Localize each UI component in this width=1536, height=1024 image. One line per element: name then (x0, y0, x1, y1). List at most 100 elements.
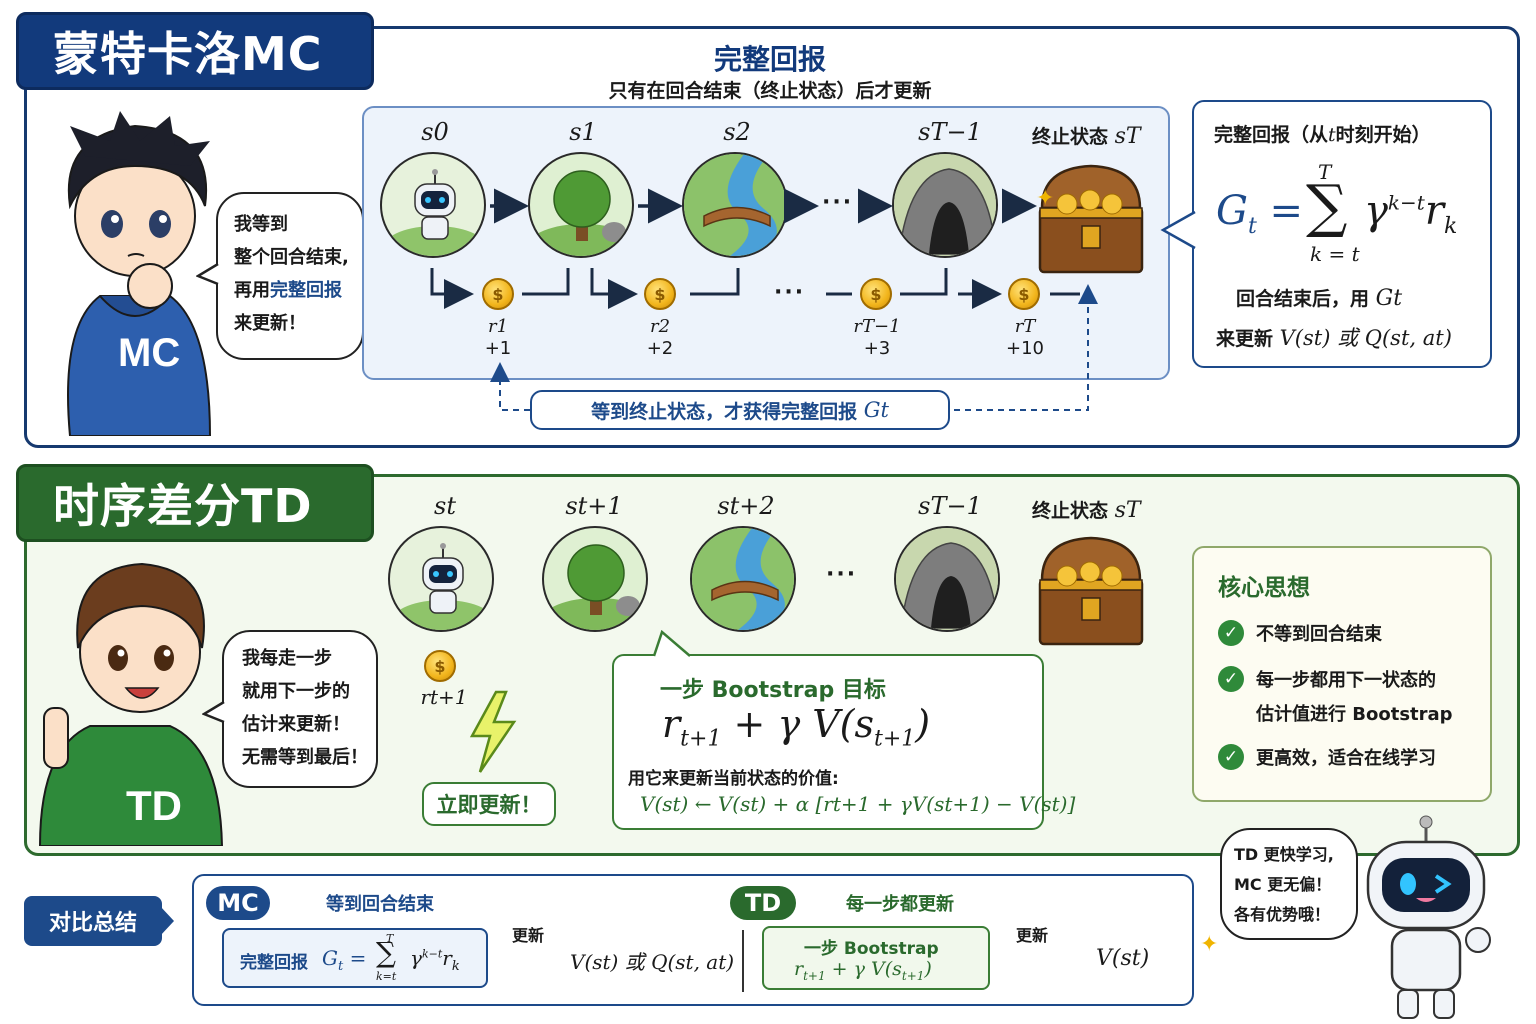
sum-icon: ∑ (376, 936, 396, 969)
mc-gamma-term: γk−trk (1364, 188, 1458, 239)
state-label: sT−1 (918, 492, 982, 520)
mc-compare-box (222, 928, 488, 988)
mc-compare-gamma: γk−trk (410, 946, 460, 974)
td-bubble-line: 就用下一步的 (242, 681, 350, 702)
lightning-icon (469, 690, 517, 773)
mc-update-word: 更新 (512, 926, 545, 945)
card-pointer (652, 630, 691, 657)
mc-ellipsis: ··· (822, 190, 854, 215)
robot-state-node (380, 152, 486, 258)
sparkle-icon: ✦ (1200, 932, 1219, 957)
td-update-rule: V(st) ← V(st) + α [rt+1 + γV(st+1) − V(s… (640, 792, 1076, 816)
reward-label: rT−1+3 (853, 316, 901, 359)
bridge-state-node (690, 526, 796, 632)
robot-bubble-line: 各有优势哦！ (1234, 905, 1331, 924)
core-idea-item: 更高效，适合在线学习 (1256, 748, 1436, 769)
bridge-state-node (682, 152, 788, 258)
check-icon: ✓ (1218, 620, 1244, 646)
robot-bubble-line: TD 更快学习, (1234, 845, 1334, 864)
mc-compare-gt: Gt = (322, 946, 367, 974)
tree-state-node (542, 526, 648, 632)
robot-speech-bubble: TD 更快学习, MC 更无偏！ 各有优势哦！ (1220, 828, 1358, 940)
state-label: s2 (723, 118, 751, 146)
td-boy-illustration: TD (38, 562, 224, 846)
coin-icon: $ (482, 278, 514, 310)
tree-state-node (528, 152, 634, 258)
mc-compare-box-label: 完整回报 (240, 953, 308, 973)
bootstrap-target: rt+1 + γ V(st+1) (662, 702, 931, 752)
bootstrap-caption: 用它来更新当前状态的价值: (628, 769, 839, 789)
td-bootstrap-card (612, 654, 1044, 830)
reward-label: rT+10 (1006, 316, 1044, 359)
core-idea-item: 估计值进行 Bootstrap (1256, 704, 1453, 725)
core-idea-item: 不等到回合结束 (1256, 624, 1382, 645)
mc-tag: MC (206, 886, 270, 920)
td-ellipsis: ··· (826, 562, 858, 587)
td-reward-label: rt+1 (420, 685, 468, 709)
mc-boy-illustration: MC (67, 111, 212, 436)
update-now-badge: 立即更新！ (422, 782, 556, 826)
robot-state-node (388, 526, 494, 632)
mc-compare-target: V(st) 或 Q(st, at) (570, 950, 735, 974)
mc-title: 蒙特卡洛MC (16, 12, 374, 90)
sum-icon: ∑ (1306, 172, 1348, 240)
td-compare-box-line2: rt+1 + γ V(st+1) (794, 958, 932, 983)
mc-gt-symbol: Gt = (1216, 188, 1304, 239)
mc-reward-ellipsis: ··· (774, 280, 806, 305)
bootstrap-title: 一步 Bootstrap 目标 (660, 678, 886, 703)
td-title: 时序差分TD (16, 464, 374, 542)
td-compare-box (762, 926, 990, 990)
mc-shirt-text: MC (118, 331, 180, 375)
td-bubble-line: 我每走一步 (242, 648, 332, 669)
treasure-chest-terminal (1038, 536, 1144, 646)
td-shirt-text: TD (126, 782, 182, 829)
mc-bubble-line: 我等到 (234, 214, 288, 235)
mc-speech-bubble: 我等到 整个回合结束, 再用完整回报 来更新！ (216, 192, 364, 360)
state-label: st+1 (565, 492, 623, 520)
mc-compare-sum-bottom: k=t (376, 970, 397, 983)
mc-card-line1: 回合结束后，用 Gt (1236, 286, 1403, 311)
reward-label: r1+1 (484, 316, 512, 359)
card-pointer (1160, 210, 1196, 250)
td-update-word: 更新 (1016, 926, 1049, 945)
treasure-chest-terminal (1038, 164, 1144, 274)
state-label: sT−1 (918, 118, 982, 146)
compare-divider (742, 930, 744, 992)
core-idea-title: 核心思想 (1218, 575, 1310, 601)
state-label: s0 (421, 118, 449, 146)
cave-state-node (892, 152, 998, 258)
robot-mascot-illustration (1366, 815, 1491, 1019)
td-bubble-line: 无需等到最后！ (242, 747, 368, 768)
state-label: st (434, 492, 456, 520)
sparkle-icon: ✦ (1036, 186, 1055, 211)
reward-label: r2+2 (646, 316, 674, 359)
td-compare-target: V(st) (1096, 946, 1150, 971)
td-compare-desc: 每一步都更新 (846, 894, 954, 915)
mc-bubble-tail (196, 262, 219, 286)
sum-lower: k = t (1310, 242, 1360, 266)
coin-icon: $ (644, 278, 676, 310)
coin-icon: $ (860, 278, 892, 310)
state-label: st+2 (717, 492, 775, 520)
td-bubble-line: 估计来更新！ (242, 714, 350, 735)
check-icon: ✓ (1218, 666, 1244, 692)
mc-compare-sum-top: T (386, 932, 394, 945)
cave-state-node (894, 526, 1000, 632)
coin-icon: $ (424, 650, 456, 682)
td-compare-box-line1: 一步 Bootstrap (804, 939, 939, 959)
terminal-label: 终止状态 sT (1032, 498, 1141, 523)
core-idea-item: 每一步都用下一状态的 (1256, 670, 1436, 691)
compare-pointer (160, 906, 174, 936)
check-icon: ✓ (1218, 744, 1244, 770)
mc-bubble-line: 整个回合结束, (234, 247, 349, 268)
mc-heading: 完整回报 (713, 43, 826, 76)
mc-subheading: 只有在回合结束（终止状态）后才更新 (608, 80, 932, 102)
compare-label: 对比总结 (24, 896, 162, 946)
mc-card-line2: 来更新 V(st) 或 Q(st, at) (1216, 326, 1452, 350)
mc-bubble-line: 来更新！ (234, 313, 306, 334)
robot-bubble-line: MC 更无偏！ (1234, 875, 1332, 894)
mc-return-formula-card (1192, 100, 1492, 368)
state-label: s1 (569, 118, 597, 146)
mc-card-title: 完整回报（从t时刻开始） (1214, 124, 1431, 146)
td-bubble-tail (202, 700, 225, 724)
